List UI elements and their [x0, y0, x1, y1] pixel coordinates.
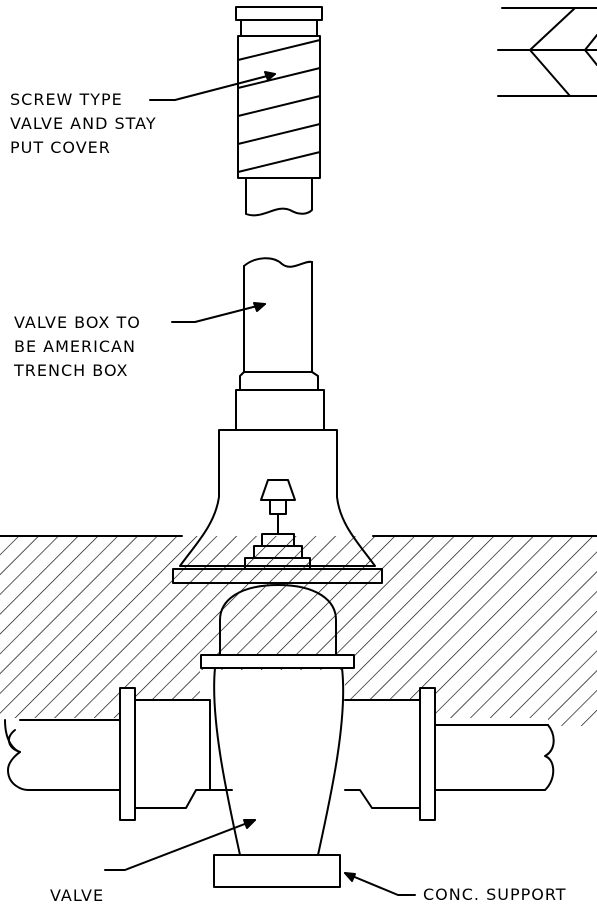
label-screw-cover-line-1: SCREW TYPE — [10, 90, 123, 109]
label-screw-cover-line-3: PUT COVER — [10, 138, 111, 157]
partial-detail-topright — [498, 8, 597, 96]
label-screw-cover: SCREW TYPE VALVE AND STAY PUT COVER — [10, 88, 157, 160]
label-valve-box-line-2: BE AMERICAN — [14, 337, 136, 356]
valve-body — [135, 585, 420, 887]
label-screw-cover-line-2: VALVE AND STAY — [10, 114, 157, 133]
main-pipe — [5, 688, 554, 820]
label-valve: VALVE — [50, 886, 105, 905]
label-valve-box-line-3: TRENCH BOX — [14, 361, 129, 380]
label-valve-box-line-1: VALVE BOX TO — [14, 313, 141, 332]
label-conc-support: CONC. SUPPORT — [423, 885, 567, 904]
screw-type-cover — [236, 7, 322, 215]
soil-hatch — [0, 530, 597, 726]
label-valve-box: VALVE BOX TO BE AMERICAN TRENCH BOX — [14, 311, 141, 383]
leader-lines — [105, 72, 415, 895]
